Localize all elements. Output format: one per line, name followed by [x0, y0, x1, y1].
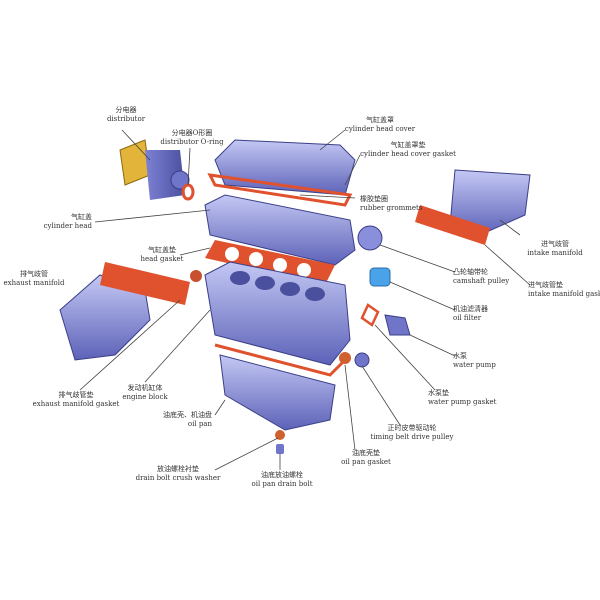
- label-en: oil pan gasket: [341, 458, 391, 466]
- label-zh: 分电器: [115, 106, 137, 114]
- label-en: oil filter: [453, 314, 482, 322]
- camshaft-pulley-part: [357, 225, 383, 251]
- cylinder-head-part: [204, 194, 356, 266]
- cylinder-head-cover-gasket-part: [207, 173, 353, 207]
- seal-part: [190, 270, 202, 282]
- label-zh: 机油滤清器: [453, 305, 488, 313]
- label-en: exhaust manifold: [3, 279, 65, 287]
- label-zh: 油底壳垫: [352, 449, 380, 457]
- label-en: timing belt drive pulley: [370, 433, 454, 441]
- exhaust-manifold-gasket-part: [100, 262, 190, 305]
- label-zh: 气缸盖垫: [147, 246, 176, 254]
- label-en: rubber grommets: [360, 204, 423, 212]
- label-zh: 进气歧管: [541, 240, 569, 248]
- label-en: cylinder head cover: [344, 125, 416, 133]
- label-en: oil pan: [187, 420, 212, 428]
- label-en: distributor: [106, 115, 146, 123]
- label-zh: 排气歧管: [20, 270, 48, 278]
- label-en: engine block: [122, 393, 168, 401]
- oil-pan-gasket-part: [214, 343, 347, 377]
- timing-belt-drive-pulley-part: [354, 352, 370, 368]
- oil-filter-part: [369, 267, 391, 287]
- label-en: cylinder head cover gasket: [360, 150, 456, 158]
- label-zh: 水泵垫: [428, 389, 449, 397]
- label-en: camshaft pulley: [453, 277, 510, 285]
- label-zh: 放油螺栓衬垫: [157, 465, 199, 473]
- drain-bolt-crush-washer-part: [275, 430, 285, 440]
- distributor-o-ring-part: [181, 183, 195, 201]
- oil-pan-part: [219, 354, 336, 431]
- label-en: drain bolt crush washer: [135, 474, 221, 482]
- label-zh: 发动机缸体: [127, 384, 163, 392]
- label-zh: 正时皮带驱动轮: [387, 424, 437, 432]
- exhaust-manifold-part: [59, 274, 151, 361]
- label-zh: 油底放油螺栓: [261, 471, 303, 479]
- label-zh: 气缸盖罩垫: [390, 141, 426, 149]
- label-zh: 凸轮轴带轮: [453, 268, 488, 276]
- label-zh: 气缸盖罩: [365, 116, 394, 124]
- label-zh: 排气歧管垫: [58, 391, 94, 399]
- label-zh: 进气歧管垫: [528, 281, 563, 289]
- label-en: distributor O-ring: [160, 138, 224, 146]
- label-zh: 分电器O形圈: [171, 129, 213, 137]
- distributor-part: [119, 139, 190, 200]
- oil-pan-drain-bolt-part: [276, 444, 284, 454]
- label-en: water pump gasket: [428, 398, 497, 406]
- water-pump-part: [384, 314, 411, 336]
- water-pump-gasket-part: [360, 303, 380, 327]
- label-en: water pump: [453, 361, 496, 369]
- label-en: cylinder head: [43, 222, 92, 230]
- label-zh: 气缸盖: [71, 213, 92, 221]
- label-en: intake manifold gasket: [528, 290, 600, 298]
- label-zh: 油底壳、机油盘: [163, 411, 212, 419]
- leader-lines: [79, 129, 531, 471]
- label-en: head gasket: [140, 255, 184, 263]
- label-zh: 橡胶垫圈: [360, 195, 388, 203]
- label-en: exhaust manifold gasket: [32, 400, 120, 408]
- intake-manifold-gasket-part: [415, 205, 490, 245]
- label-en: oil pan drain bolt: [251, 480, 313, 488]
- label-zh: 水泵: [453, 352, 467, 360]
- label-en: intake manifold: [527, 249, 583, 257]
